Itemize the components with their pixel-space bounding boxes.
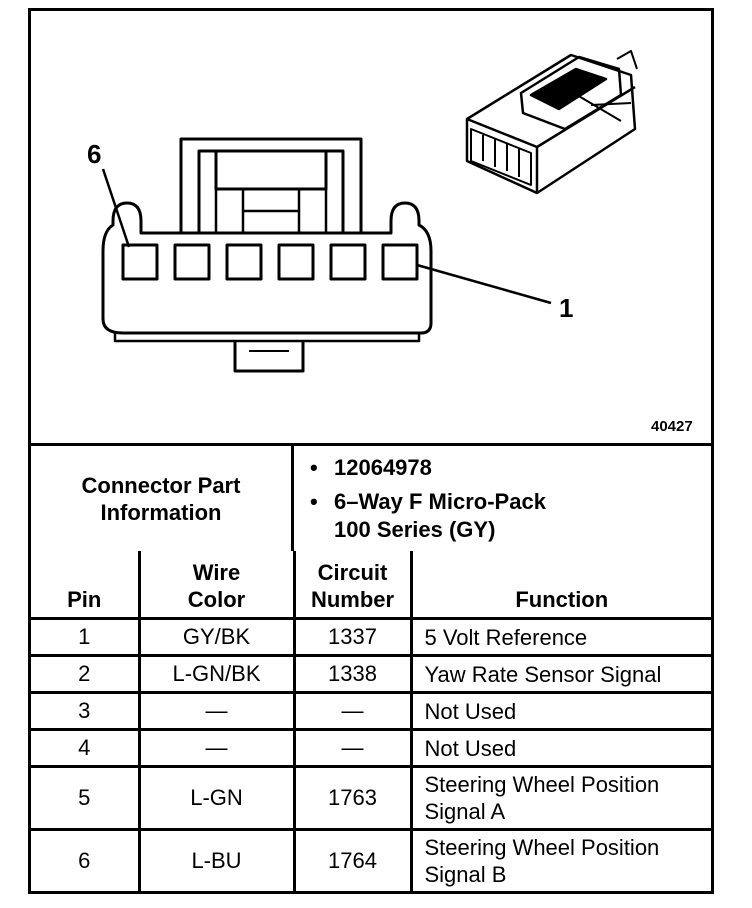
header-pin: Pin: [31, 551, 141, 620]
wire-color-cell: —: [137, 691, 296, 731]
wire-color-cell: GY/BK: [137, 617, 296, 657]
connector-info-details: 12064978 6–Way F Micro-Pack 100 Series (…: [294, 446, 711, 551]
pin-cavity-4: [225, 243, 263, 281]
pin-cavity-2: [329, 243, 367, 281]
table-row: 4 — — Not Used: [31, 728, 711, 768]
function-cell: Steering Wheel Position Signal A: [409, 765, 711, 831]
heading-line-1: Connector Part: [81, 472, 241, 498]
table-row: 5 L-GN 1763 Steering Wheel Position Sign…: [31, 765, 711, 831]
circuit-cell: —: [292, 728, 413, 768]
pin-cavity-5: [173, 243, 211, 281]
figure-number: 40427: [651, 418, 693, 435]
circuit-cell: 1337: [292, 617, 413, 657]
table-row: 1 GY/BK 1337 5 Volt Reference: [31, 617, 711, 657]
header-wire-color: Wire Color: [137, 551, 296, 620]
pin-cell: 6: [31, 828, 141, 891]
pin-cavities: [121, 243, 419, 281]
part-number: 12064978: [310, 454, 711, 482]
connector-description-line-2: 100 Series (GY): [334, 517, 496, 542]
circuit-cell: 1764: [292, 828, 413, 891]
connector-info-heading: Connector Part Information: [31, 446, 294, 551]
pin-table: Pin Wire Color Circuit Number Function 1…: [31, 551, 711, 891]
circuit-cell: 1763: [292, 765, 413, 831]
header-function: Function: [409, 551, 711, 620]
table-row: 2 L-GN/BK 1338 Yaw Rate Sensor Signal: [31, 654, 711, 694]
connector-description-line-1: 6–Way F Micro-Pack: [310, 488, 711, 516]
header-circuit-number: Circuit Number: [292, 551, 413, 620]
heading-line-2: Information: [100, 499, 222, 525]
pin-cell: 4: [31, 728, 141, 768]
wire-color-cell: L-GN: [137, 765, 296, 831]
table-row: 6 L-BU 1764 Steering Wheel Position Sign…: [31, 828, 711, 891]
pin-cavity-6: [121, 243, 159, 281]
connector-part-information: Connector Part Information 12064978 6–Wa…: [31, 443, 711, 551]
leader-line-6: [101, 168, 131, 248]
table-row: 3 — — Not Used: [31, 691, 711, 731]
connector-diagram: 6 1 40427: [31, 11, 711, 443]
pin-cavity-1: [381, 243, 419, 281]
function-cell: Not Used: [409, 691, 711, 731]
pin-cell: 1: [31, 617, 141, 657]
pin-1-callout: 1: [559, 293, 573, 323]
pin-cell: 3: [31, 691, 141, 731]
function-cell: Yaw Rate Sensor Signal: [409, 654, 711, 694]
leader-line-1: [416, 263, 552, 305]
circuit-cell: 1338: [292, 654, 413, 694]
wire-color-cell: —: [137, 728, 296, 768]
pin-6-callout: 6: [87, 139, 101, 169]
function-cell: 5 Volt Reference: [409, 617, 711, 657]
connector-face: [101, 137, 433, 373]
connector-isometric-view: [465, 50, 638, 195]
circuit-cell: —: [292, 691, 413, 731]
pin-cell: 2: [31, 654, 141, 694]
wire-color-cell: L-BU: [137, 828, 296, 891]
pin-cavity-3: [277, 243, 315, 281]
wire-color-cell: L-GN/BK: [137, 654, 296, 694]
connector-figure: 6 1 40427 Connector Part Information 120…: [28, 8, 714, 894]
function-cell: Steering Wheel Position Signal B: [409, 828, 711, 891]
pin-cell: 5: [31, 765, 141, 831]
function-cell: Not Used: [409, 728, 711, 768]
pin-table-header: Pin Wire Color Circuit Number Function: [31, 551, 711, 620]
